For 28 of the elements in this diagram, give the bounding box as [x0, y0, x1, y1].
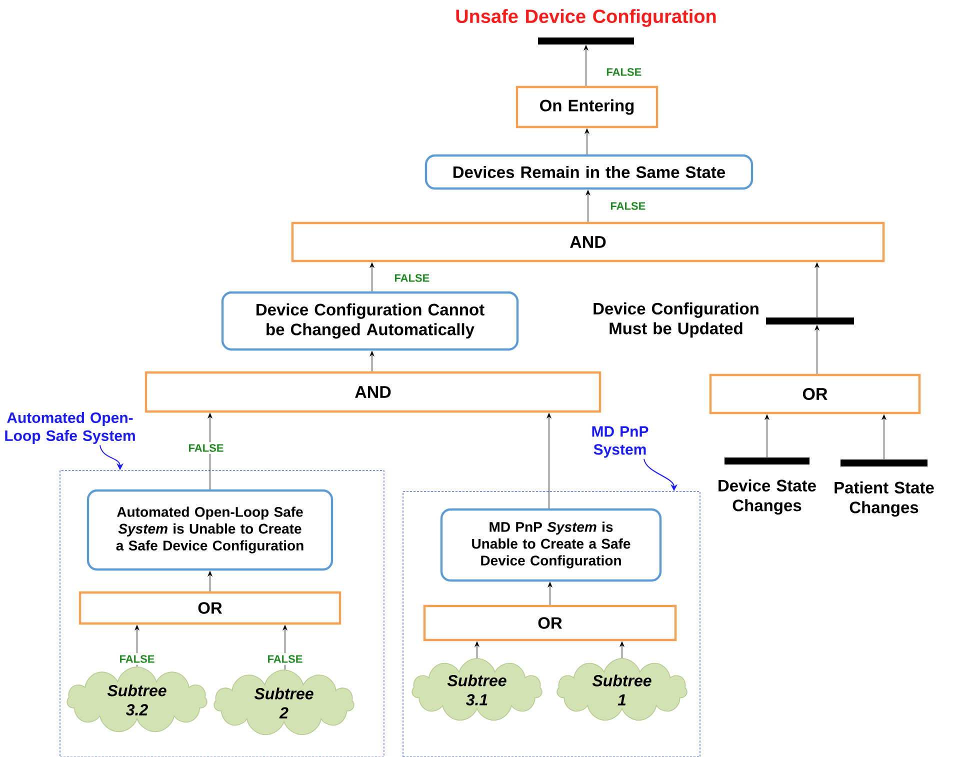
- subtree-cloud: Subtree 3.2: [66, 666, 208, 732]
- event-box: Device Configuration Cannot be Changed Automatically: [221, 291, 519, 351]
- subtree-cloud: Subtree 1: [556, 658, 688, 721]
- subtree-cloud: Subtree 3.1: [412, 658, 542, 721]
- gate-box: AND: [291, 222, 885, 262]
- edge-label: FALSE: [186, 442, 226, 454]
- group-label: Automated Open-Loop Safe System: [5, 412, 135, 444]
- event-box: MD PnP System is Unable to Create a Safe Device Configuration: [440, 508, 662, 582]
- subtree-cloud: Subtree 2: [214, 670, 354, 736]
- gate-box: On Entering: [516, 86, 658, 128]
- gate-box: OR: [423, 604, 677, 642]
- event-label: Device Configuration Must be Updated: [594, 302, 758, 338]
- dashed-group-box: [402, 491, 700, 757]
- event-label: Unsafe Device Configuration: [456, 9, 716, 27]
- gate-box: AND: [144, 371, 602, 413]
- event-label: Device State Changes: [718, 479, 816, 515]
- edge-label: FALSE: [604, 66, 644, 78]
- dashed-group-box: [60, 470, 384, 757]
- edge-label: FALSE: [117, 653, 157, 665]
- group-label: MD PnP System: [592, 426, 648, 458]
- event-label: Patient State Changes: [834, 481, 934, 517]
- edge-label: FALSE: [392, 272, 432, 284]
- gate-box: OR: [709, 374, 921, 414]
- edge-label: FALSE: [265, 653, 305, 665]
- edge-label: FALSE: [608, 200, 648, 212]
- event-box: Devices Remain in the Same State: [424, 154, 754, 190]
- event-box: Automated Open-Loop Safe System is Unable to Create a Safe Device Configuration: [86, 489, 334, 571]
- gate-box: OR: [78, 591, 342, 625]
